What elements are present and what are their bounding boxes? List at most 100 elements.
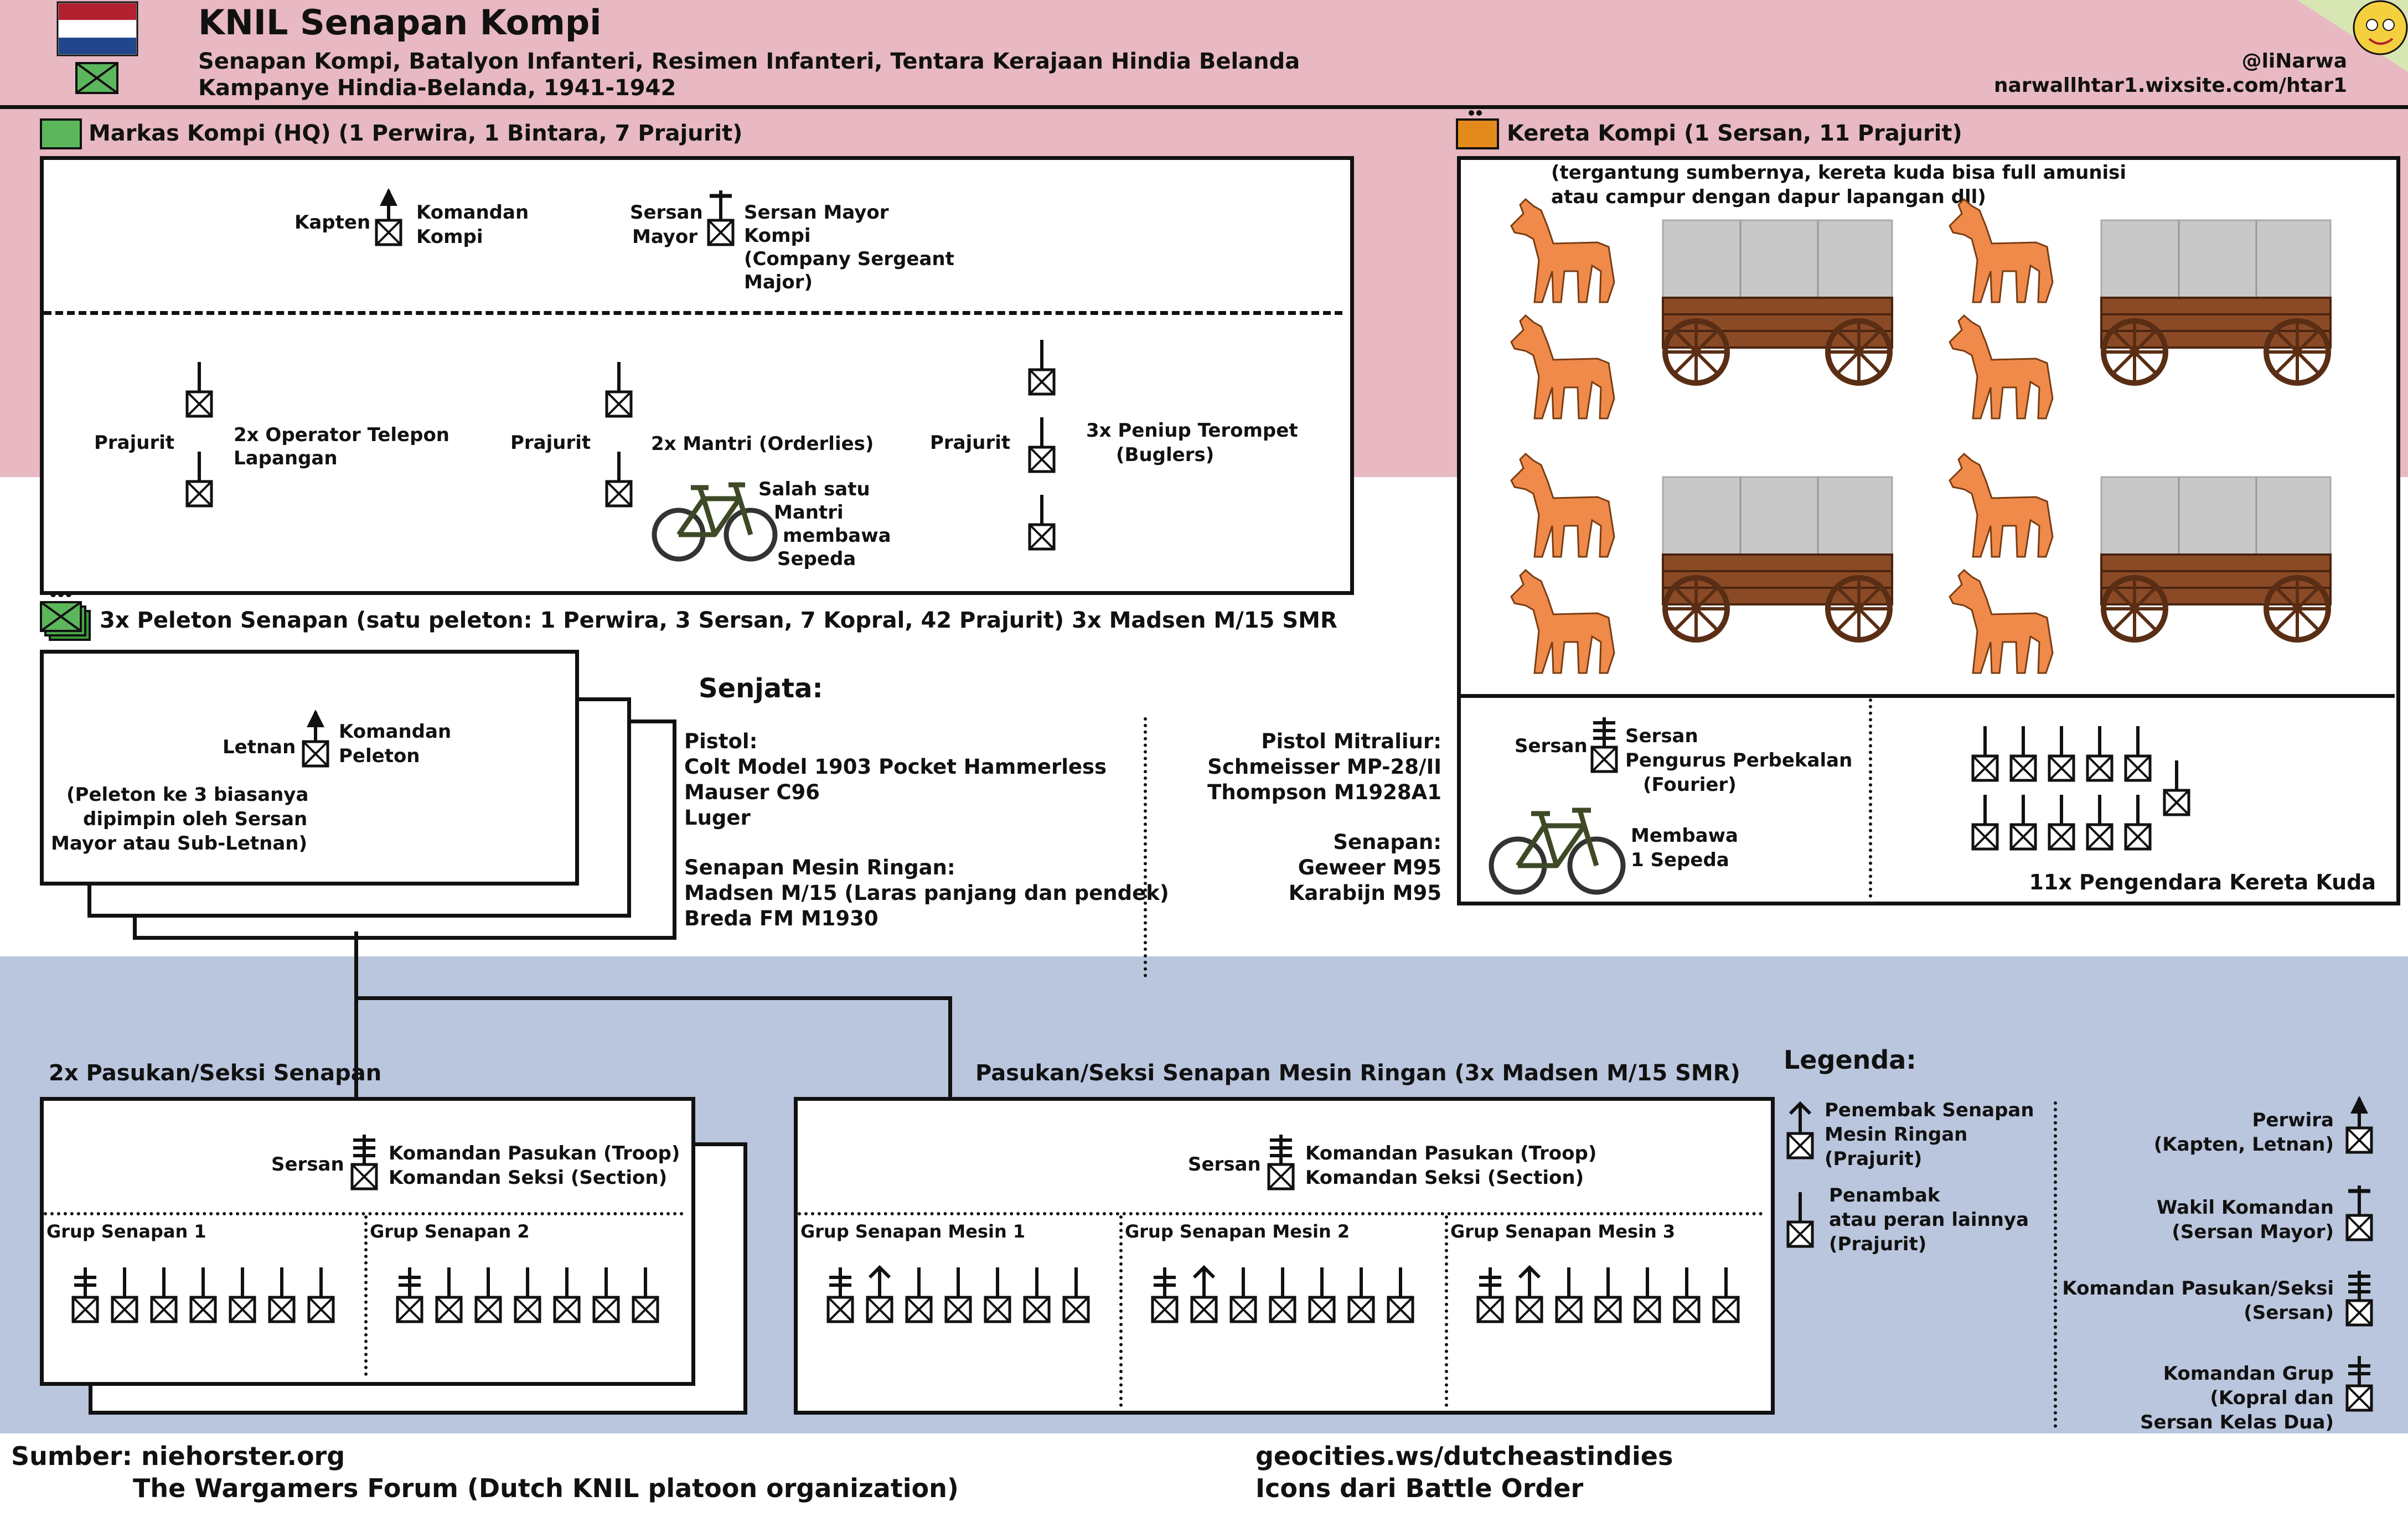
sm-role-1: Sersan Mayor: [744, 201, 889, 224]
mantri-label: 2x Mantri (Orderlies): [651, 433, 874, 455]
soldier-symbol: [592, 1267, 620, 1323]
sergeant-major-symbol: [2345, 1185, 2373, 1241]
mg-gunner-symbol: [866, 1265, 893, 1323]
fourier-role-2: Pengurus Perbekalan: [1625, 749, 1853, 772]
senapan-2: Karabijn M95: [1288, 881, 1441, 905]
mg-role-2: Komandan Seksi (Section): [1305, 1167, 1584, 1189]
peleton-heading: 3x Peleton Senapan (satu peleton: 1 Perw…: [100, 608, 1337, 633]
senapan-1: Geweer M95: [1298, 856, 1441, 879]
drivers-label: 11x Pengendara Kereta Kuda: [2029, 870, 2376, 894]
soldier-symbol: [268, 1267, 296, 1323]
sm-rank-2: Mayor: [632, 226, 698, 248]
officer-symbol: [375, 188, 402, 246]
seksi-senapan-heading: 2x Pasukan/Seksi Senapan: [49, 1060, 382, 1086]
horse-icon: [1949, 198, 2054, 303]
bugler-label-1: 3x Peniup Terompet: [1086, 420, 1298, 442]
pistol-2: Mauser C96: [684, 780, 820, 804]
sm-role-4: Major): [744, 271, 813, 293]
soldier-symbol: [605, 362, 633, 418]
group-commander-symbol: [396, 1267, 423, 1323]
soldier-symbol: [905, 1267, 933, 1323]
soldier-symbol: [514, 1267, 541, 1323]
soldier-symbol: [150, 1267, 178, 1323]
sm-role-2: Kompi: [744, 225, 811, 247]
group-commander-symbol: [71, 1267, 99, 1323]
kereta-divider: [1459, 694, 2395, 698]
pistol-1: Colt Model 1903 Pocket Hammerless: [684, 755, 1107, 779]
soldier-symbol: [1229, 1267, 1257, 1323]
mantri-bike-2: Mantri: [774, 501, 844, 524]
mantri-bike-1: Salah satu: [758, 478, 870, 500]
fourier-role-1: Sersan: [1625, 725, 1698, 747]
legend-grup-1: Komandan Grup: [2163, 1363, 2334, 1385]
horse-icon: [1510, 314, 1615, 420]
smr-heading: Senapan Mesin Ringan:: [684, 856, 955, 879]
legend-mg-1: Penembak Senapan: [1825, 1099, 2034, 1121]
hq-heading: Markas Kompi (HQ) (1 Perwira, 1 Bintara,…: [89, 121, 743, 146]
soldier-symbol: [185, 452, 213, 508]
rs-role-1: Komandan Pasukan (Troop): [389, 1142, 680, 1164]
page-title: KNIL Senapan Kompi: [198, 2, 602, 43]
mg-group-2: Grup Senapan Mesin 2: [1125, 1221, 1350, 1242]
hq-unit-icon: [40, 118, 82, 149]
soldier-symbol: [189, 1267, 217, 1323]
soldier-symbol: [2048, 726, 2075, 782]
senjata-heading: Senjata:: [699, 673, 823, 704]
kereta-vdivider: [1869, 698, 1872, 898]
legend-wakil-2: (Sersan Mayor): [2172, 1221, 2334, 1243]
kereta-note-1: (tergantung sumbernya, kereta kuda bisa …: [1551, 162, 2127, 184]
legend-grup-2: (Kopral dan: [2210, 1387, 2334, 1409]
legend-seksi-2: (Sersan): [2244, 1302, 2334, 1324]
wagon-icon: [1662, 476, 1893, 643]
hq-divider: [44, 311, 1342, 315]
group-commander-symbol: [1476, 1267, 1504, 1323]
bicycle-icon: [652, 482, 778, 562]
soldier-symbol: [1594, 1267, 1622, 1323]
fourier-rank: Sersan: [1515, 735, 1588, 757]
page-subtitle-campaign: Kampanye Hindia-Belanda, 1941-1942: [198, 75, 676, 101]
legend-divider: [2054, 1101, 2057, 1428]
letnan-rank: Letnan: [223, 736, 296, 758]
soldier-symbol: [2124, 795, 2152, 851]
sm-role-3: (Company Sergeant: [744, 248, 954, 270]
seksi-smr-heading: Pasukan/Seksi Senapan Mesin Ringan (3x M…: [975, 1060, 1740, 1086]
section-commander-symbol: [2345, 1271, 2373, 1327]
soldier-symbol: [1028, 495, 1056, 551]
soldier-symbol: [111, 1267, 138, 1323]
tree-connector: [948, 996, 952, 1099]
mitraliur-heading: Pistol Mitraliur:: [1261, 729, 1441, 753]
mitraliur-2: Thompson M1928A1: [1207, 780, 1441, 804]
horse-icon: [1510, 452, 1615, 558]
legend-perwira-2: (Kapten, Letnan): [2153, 1133, 2334, 1156]
legend-heading: Legenda:: [1784, 1045, 1916, 1075]
legend-perwira-1: Perwira: [2252, 1109, 2334, 1131]
soldier-symbol: [435, 1267, 463, 1323]
wagon-icon: [2100, 476, 2332, 643]
company-unit-icon: [75, 62, 118, 94]
soldier-symbol: [1269, 1267, 1296, 1323]
mg-rank: Sersan: [1188, 1153, 1261, 1176]
soldier-symbol: [474, 1267, 502, 1323]
rs-group-1: Grup Senapan 1: [46, 1221, 206, 1242]
officer-symbol: [302, 710, 329, 768]
mg-gunner-symbol: [1516, 1265, 1543, 1323]
group-commander-symbol: [1151, 1267, 1179, 1323]
sergeant-major-symbol: [707, 190, 735, 246]
horse-icon: [1949, 452, 2054, 558]
soldier-symbol: [2163, 760, 2190, 816]
rs-role-2: Komandan Seksi (Section): [389, 1167, 668, 1189]
kapten-role: Komandan: [416, 201, 529, 224]
legend-other-1: Penambak: [1829, 1184, 1940, 1207]
platoon-unit-icon: [40, 592, 91, 641]
soldier-symbol: [2009, 795, 2037, 851]
mg-vdivider: [1445, 1215, 1448, 1407]
bugler-label-2: (Buglers): [1116, 444, 1215, 466]
soldier-symbol: [185, 362, 213, 418]
mg-vdivider: [1119, 1215, 1123, 1407]
prajurit-label: Prajurit: [510, 432, 591, 454]
author-website: narwallhtar1.wixsite.com/htar1: [1993, 74, 2347, 97]
soldier-symbol: [984, 1267, 1011, 1323]
rs-group-2: Grup Senapan 2: [370, 1221, 530, 1242]
wagon-icon: [2100, 219, 2332, 386]
soldier-symbol: [2009, 726, 2037, 782]
